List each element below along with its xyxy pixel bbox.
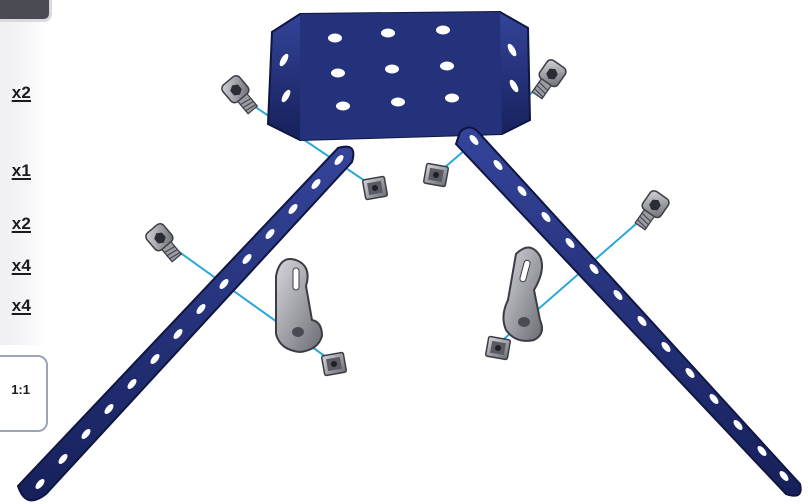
nut-bottom-left: [321, 352, 346, 376]
nut-top-left: [362, 176, 387, 200]
nut-top-right: [423, 163, 448, 187]
nut-bottom-right: [485, 336, 510, 360]
bolt-top-left: [220, 74, 261, 117]
double-angle-plate: [268, 12, 530, 140]
bolt-mid-left: [144, 222, 185, 265]
right-angle-bracket: [503, 247, 542, 340]
bolt-mid-right: [631, 189, 671, 233]
bolt-top-right: [528, 58, 568, 102]
left-angle-bracket: [276, 259, 322, 352]
